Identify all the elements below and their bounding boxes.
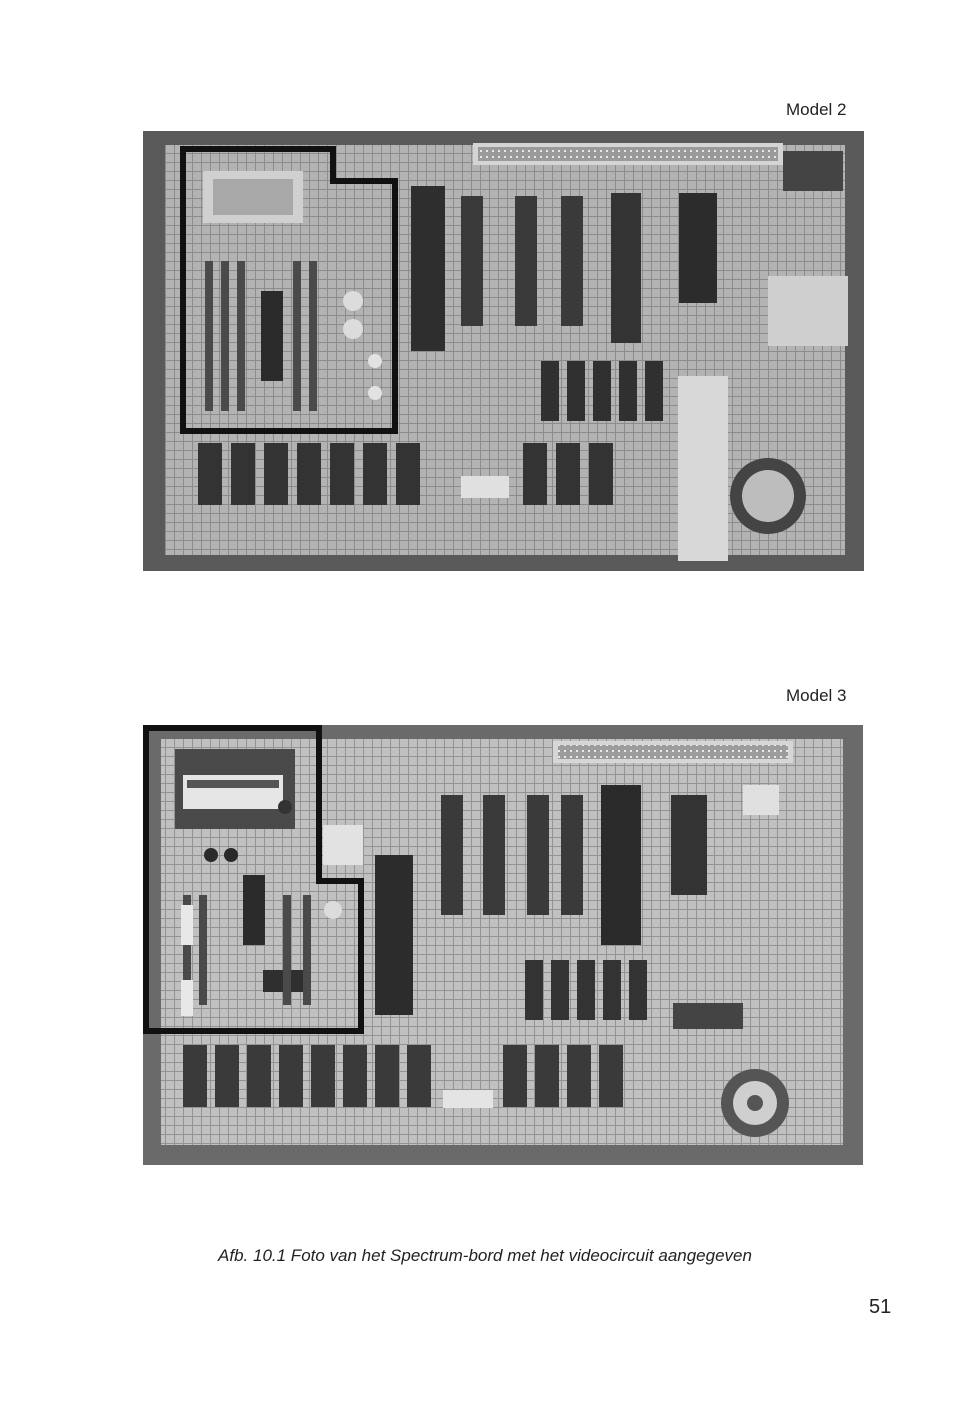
figure-caption: Afb. 10.1 Foto van het Spectrum-bord met…	[218, 1246, 752, 1265]
circuit-board-photo-model-3	[143, 725, 863, 1165]
photo-label-model-3: Model 3	[786, 686, 847, 705]
page-number: 51	[869, 1296, 892, 1318]
photo-label-model-2: Model 2	[786, 100, 847, 119]
circuit-board-photo-model-2	[143, 131, 864, 571]
